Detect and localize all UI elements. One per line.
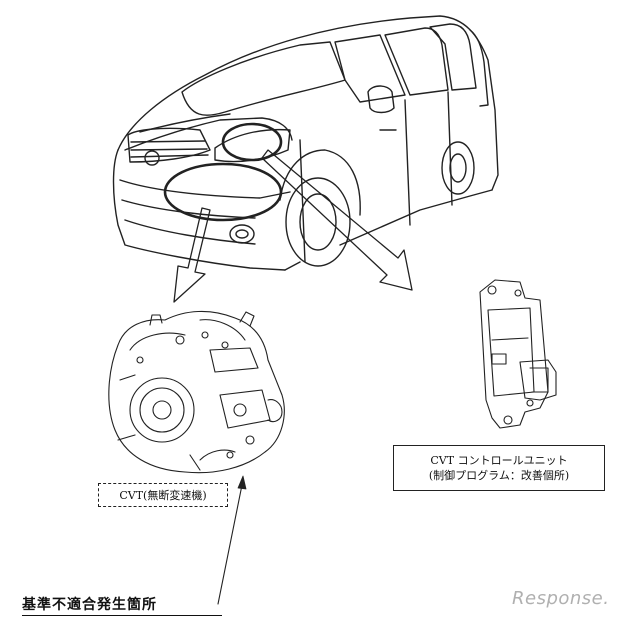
defect-pointer-arrowhead bbox=[237, 475, 247, 490]
ecu-label-line2: (制御プログラム：改善個所) bbox=[428, 469, 570, 482]
ecu-label-box: CVT コントロールユニット (制御プログラム：改善個所) bbox=[393, 445, 605, 491]
cvt-label-text: CVT(無断変速機) bbox=[119, 488, 207, 502]
defect-location-label: 基準不適合発生箇所 bbox=[22, 594, 222, 616]
cvt-transmission-illustration bbox=[108, 310, 285, 474]
cvt-arrow bbox=[173, 207, 211, 303]
minivan-illustration bbox=[112, 15, 499, 271]
ecu-location-ellipse bbox=[221, 122, 283, 162]
defect-pointer-line bbox=[217, 479, 244, 605]
ecu-label-line1: CVT コントロールユニット bbox=[430, 454, 568, 467]
cvt-location-ellipse bbox=[163, 162, 283, 222]
cvt-label-box: CVT(無断変速機) bbox=[98, 483, 228, 507]
cvt-control-unit-illustration bbox=[479, 279, 557, 429]
response-watermark: Response. bbox=[512, 588, 610, 609]
ecu-arrow bbox=[261, 149, 413, 291]
